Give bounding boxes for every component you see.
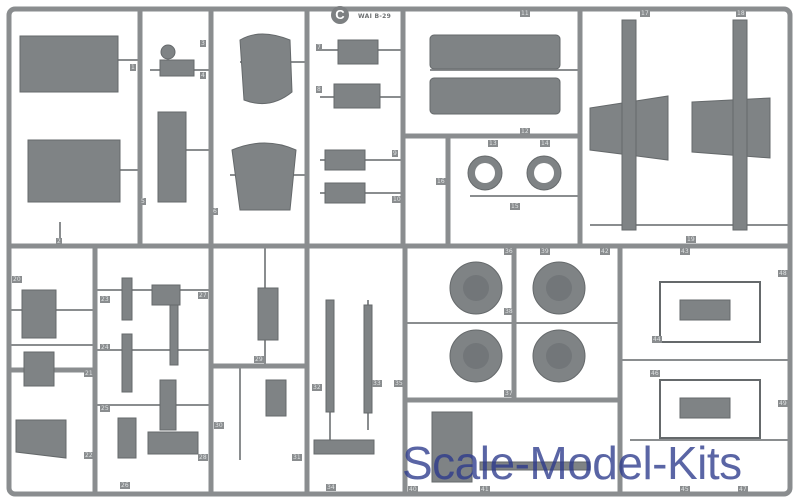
part-number-tab: 43 (680, 248, 690, 255)
part-number-tab: 7 (316, 44, 322, 51)
part-number-tab: 35 (394, 380, 404, 387)
part-number-tab: 19 (686, 236, 696, 243)
watermark-text: Scale-Model-Kits (402, 437, 742, 489)
part-number-tab: 14 (540, 140, 550, 147)
part-number-tab: 2 (56, 238, 62, 245)
part-number-tab: 30 (214, 422, 224, 429)
part-number-tab: 22 (84, 452, 94, 459)
part-number-tab: 44 (652, 336, 662, 343)
sprue-code-label: WAI B-29 (358, 13, 392, 20)
part-number-tab: 48 (778, 270, 788, 277)
part-number-tab: 36 (504, 248, 514, 255)
part-number-tab: 38 (504, 308, 514, 315)
part-number-tab: 13 (488, 140, 498, 147)
part-number-tab: 4 (200, 72, 206, 79)
part-number-tab: 45 (680, 486, 690, 493)
part-number-tab: 12 (520, 128, 530, 135)
sprue-letter-badge: C (331, 6, 349, 24)
part-number-tab: 23 (100, 296, 110, 303)
part-number-tab: 33 (372, 380, 382, 387)
part-number-tab: 21 (84, 370, 94, 377)
part-number-tab: 24 (100, 344, 110, 351)
part-number-tab: 3 (200, 40, 206, 47)
part-number-tab: 46 (650, 370, 660, 377)
part-number-tab: 47 (738, 486, 748, 493)
part-number-tab: 15 (510, 203, 520, 210)
part-number-tab: 29 (254, 356, 264, 363)
part-number-tab: 1 (130, 64, 136, 71)
part-number-tab: 31 (292, 454, 302, 461)
part-number-tab: 42 (600, 248, 610, 255)
part-number-tab: 32 (312, 384, 322, 391)
part-number-tab: 39 (540, 248, 550, 255)
part-number-tab: 8 (316, 86, 322, 93)
part-number-tab: 16 (436, 178, 446, 185)
part-number-tab: 25 (100, 405, 110, 412)
part-number-tab: 41 (480, 486, 490, 493)
part-number-tab: 17 (640, 10, 650, 17)
part-number-tab: 5 (140, 198, 146, 205)
part-number-tab: 26 (120, 482, 130, 489)
part-number-tab: 28 (198, 454, 208, 461)
part-number-tab: 40 (408, 486, 418, 493)
part-number-tab: 20 (12, 276, 22, 283)
part-number-tab: 9 (392, 150, 398, 157)
part-number-tab: 49 (778, 400, 788, 407)
part-number-tab: 11 (520, 10, 530, 17)
part-number-tab: 10 (392, 196, 402, 203)
part-number-tab: 27 (198, 292, 208, 299)
part-number-tab: 6 (212, 208, 218, 215)
part-number-tab: 34 (326, 484, 336, 491)
part-number-tab: 18 (736, 10, 746, 17)
part-number-tab: 37 (504, 390, 514, 397)
